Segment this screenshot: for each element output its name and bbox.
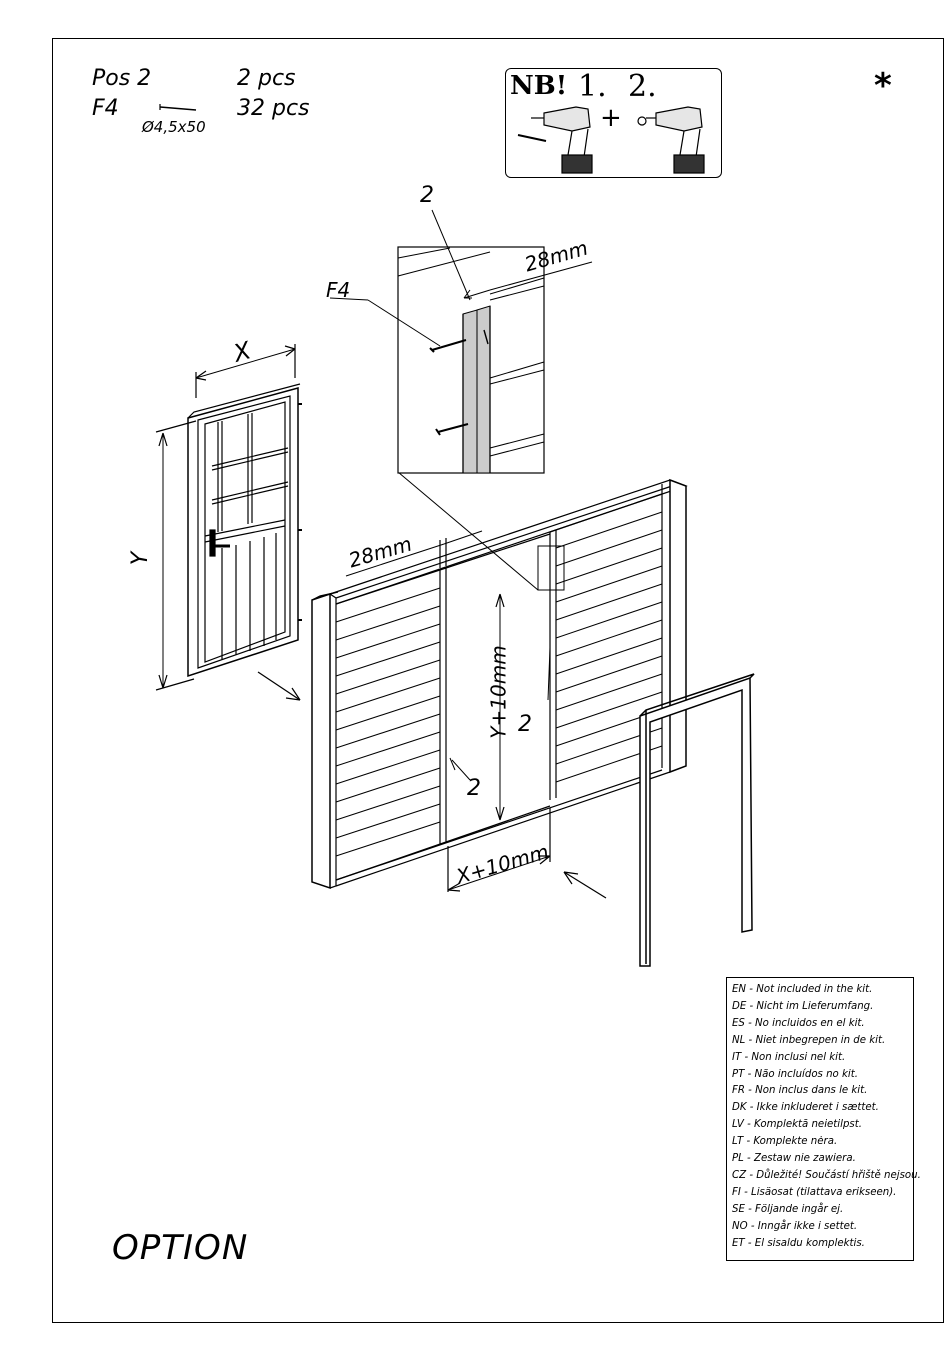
option-label: OPTION [112, 1228, 249, 1268]
x-dimension [195, 344, 296, 398]
screw-size: Ø4,5x50 [142, 118, 206, 136]
part-row: F4 32 pcs [92, 94, 332, 124]
legend-line: NO - Inngår ikke i settet. [732, 1220, 858, 1232]
legend-line: LT - Komplekte nėra. [732, 1136, 838, 1148]
legend-line: CZ - Důležité! Součástí hřiště nejsou. [732, 1169, 921, 1181]
not-included-legend: EN - Not included in the kit. DE - Nicht… [726, 977, 921, 1261]
parts-list: Pos 2 2 pcs F4 32 pcs [92, 64, 332, 124]
part-label: F4 [92, 96, 119, 121]
insert-arrow [257, 671, 301, 701]
part-label: Pos 2 [92, 66, 152, 91]
y10-dimension [495, 593, 505, 821]
drill-icon [637, 106, 705, 174]
part-qty: 2 pcs [237, 66, 296, 91]
legend-line: ES - No incluidos en el kit. [732, 1017, 865, 1029]
label-y-plus-10mm: Y+10mm [486, 645, 511, 739]
page-frame [52, 38, 944, 1323]
drill-icon [517, 106, 593, 174]
nb-step-1: 1. [578, 69, 607, 104]
detail-leader [397, 471, 539, 591]
nb-label: NB! [510, 71, 568, 101]
door-frame [639, 673, 755, 967]
part-qty: 32 pcs [237, 96, 310, 121]
legend-line: LV - Komplektā neietilpst. [732, 1119, 862, 1131]
nb-drill-box: NB! 1. 2. + [505, 68, 722, 178]
legend-line: IT - Non inclusi nel kit. [732, 1051, 846, 1063]
legend-line: FI - Lisäosat (tilattava erikseen). [732, 1186, 897, 1198]
legend-line: PT - Não incluídos no kit. [732, 1068, 858, 1080]
part-row: Pos 2 2 pcs [92, 64, 332, 94]
y-dimension [155, 420, 197, 691]
legend-line: FR - Non inclus dans le kit. [732, 1085, 868, 1097]
screw-icon [159, 104, 197, 111]
mm28-wall-dimension [345, 530, 483, 577]
legend-line: EN - Not included in the kit. [732, 984, 873, 995]
legend-line: NL - Niet inbegrepen in de kit. [732, 1034, 886, 1046]
door-drawing [187, 383, 302, 678]
detail-inset [329, 209, 593, 474]
legend-line: DK - Ikke inkluderet i sættet. [732, 1102, 879, 1114]
bottom-arrow [563, 871, 607, 899]
legend-line: ET - El sisaldu komplektis. [732, 1237, 865, 1249]
asterisk-mark: * [874, 66, 892, 106]
label-pos2-right: 2 [518, 712, 532, 737]
label-f4: F4 [326, 278, 351, 302]
detail-callout [537, 545, 565, 591]
wall-panel [311, 478, 688, 890]
label-pos2-bottom: 2 [467, 776, 481, 801]
x10-dimension [447, 808, 551, 892]
legend-line: PL - Zestaw nie zawiera. [732, 1153, 856, 1165]
wall-boards-left [335, 587, 441, 857]
legend-line: DE - Nicht im Lieferumfang. [732, 1000, 874, 1012]
drill-icons [517, 106, 705, 174]
label-pos2-inset: 2 [420, 183, 434, 208]
nb-plus: + [600, 103, 622, 133]
legend-line: SE - Följande ingår ej. [732, 1203, 844, 1215]
label-y: Y [128, 551, 154, 566]
nb-step-2: 2. [628, 69, 657, 104]
